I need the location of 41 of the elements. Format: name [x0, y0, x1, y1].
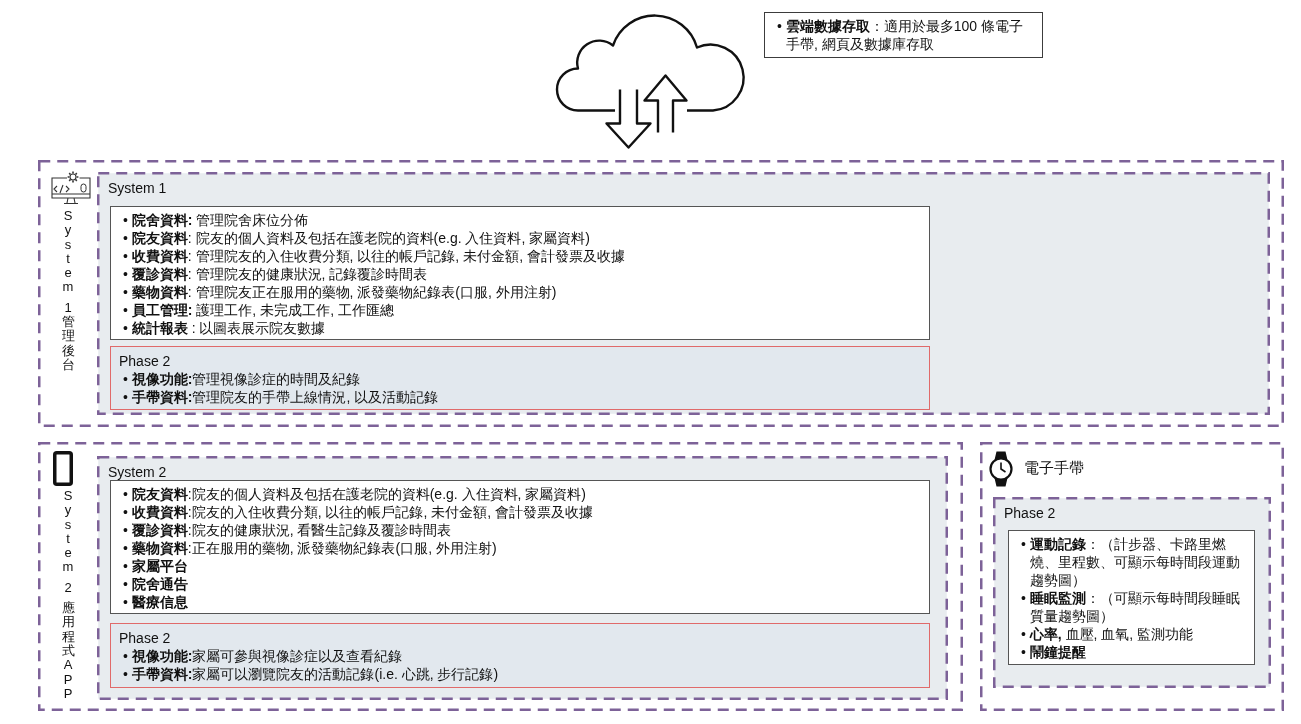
list-item: • 統計報表 : 以圖表展示院友數據 [122, 319, 327, 337]
note-box [764, 12, 1043, 58]
list-item: • 覆診資料:院友的健康狀況, 看醫生記錄及覆診時間表 [122, 521, 453, 539]
list-item: • 睡眠監測：（可顯示每時間段睡眠質量趨勢圖） [1020, 589, 1241, 625]
list-item: • 藥物資料: 管理院友正在服用的藥物, 派發藥物紀錄表(口服, 外用注射) [122, 283, 558, 301]
list-item: • 院友資料:院友的個人資料及包括在護老院的資料(e.g. 入住資料, 家屬資料) [122, 485, 588, 503]
dashed-group-frame [38, 442, 963, 711]
list-item: • 院舍通告 [122, 575, 189, 593]
feature-list-box [110, 480, 930, 614]
note-text: • 雲端數據存取：適用於最多100 條電子手帶, 網頁及數據庫存取 [776, 17, 1025, 53]
panel-title: Phase 2 [1004, 504, 1056, 522]
panel-title: System 1 [108, 179, 167, 197]
list-item: • 院友資料: 院友的個人資料及包括在護老院的資料(e.g. 入住資料, 家屬資料) [122, 229, 591, 247]
shaded-panel [993, 497, 1271, 688]
vertical-label: System 2 應用程式APP [60, 489, 76, 702]
list-item: • 覆診資料: 管理院友的健康狀況, 記錄覆診時間表 [122, 265, 429, 283]
list-item: • 鬧鐘提醒 [1020, 643, 1087, 661]
list-item: • 運動記錄：（計步器、卡路里燃燒、里程數、可顯示每時間段運動趨勢圖） [1020, 535, 1241, 589]
vertical-label: System 1管理後台 [60, 209, 76, 373]
section-heading: Phase 2 [119, 352, 171, 370]
list-item: • 手帶資料:家屬可以瀏覽院友的活動記錄(i.e. 心跳, 步行記錄) [122, 665, 500, 683]
list-item: • 收費資料: 管理院友的入住收費分類, 以往的帳戶記錄, 未付金額, 會計發票及收據 [122, 247, 626, 265]
list-item: • 員工管理: 護理工作, 未完成工作, 工作匯總 [122, 301, 395, 319]
group-title: 電子手帶 [1024, 458, 1084, 478]
dashed-group-frame [980, 442, 1284, 711]
list-item: • 藥物資料:正在服用的藥物, 派發藥物紀錄表(口服, 外用注射) [122, 539, 498, 557]
list-item: • 家屬平台 [122, 557, 189, 575]
feature-list-box [1008, 530, 1255, 665]
list-item: • 視像功能:管理視像診症的時間及紀錄 [122, 370, 362, 388]
list-item: • 視像功能:家屬可參與視像診症以及查看紀錄 [122, 647, 404, 665]
phase-box [110, 346, 930, 410]
panel-title: System 2 [108, 463, 167, 481]
section-heading: Phase 2 [119, 629, 171, 647]
phase-box [110, 623, 930, 688]
feature-list-box [110, 206, 930, 340]
list-item: • 院舍資料: 管理院舍床位分佈 [122, 211, 310, 229]
list-item: • 收費資料:院友的入住收費分類, 以往的帳戶記錄, 未付金額, 會計發票及收據 [122, 503, 595, 521]
list-item: • 心率, 血壓, 血氧, 監測功能 [1020, 625, 1195, 643]
list-item: • 醫療信息 [122, 593, 189, 611]
list-item: • 手帶資料:管理院友的手帶上線情況, 以及活動記錄 [122, 388, 440, 406]
shaded-panel [97, 456, 948, 700]
